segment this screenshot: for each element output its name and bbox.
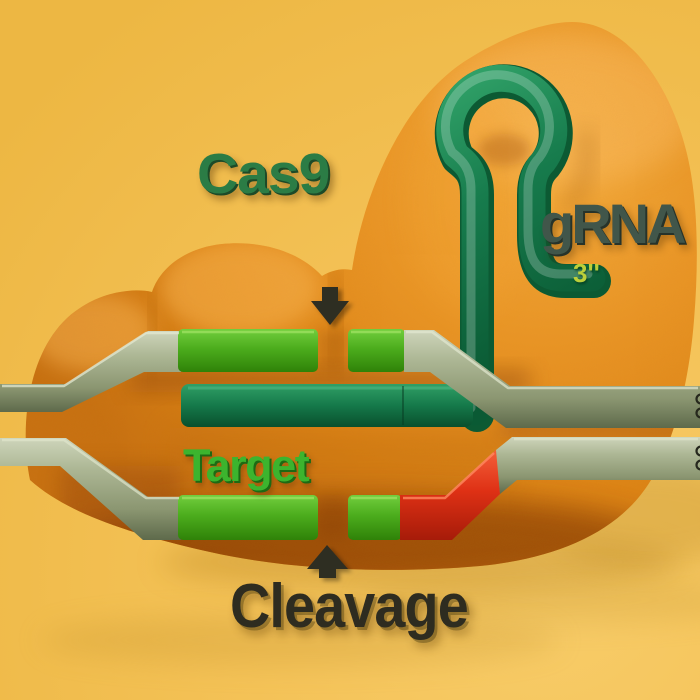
grna-loop	[434, 64, 611, 432]
cleavage-label: Cleavage	[230, 572, 469, 641]
dna-strands	[0, 329, 700, 540]
grna-label: gRNA	[540, 192, 687, 255]
dna-top-strand-left-gray	[0, 331, 181, 412]
dna-bottom-strand-target-left	[178, 495, 318, 540]
dna-top-strand-right-gray	[404, 330, 700, 428]
three-prime-label: 3''	[573, 258, 600, 288]
dna-top-strand-target-right	[348, 329, 405, 372]
dna-bottom-strand-right-gray	[496, 437, 700, 494]
cas9-label: Cas9	[197, 142, 330, 206]
strand-end-marks	[695, 393, 700, 471]
dna-bottom-strand-left-gray	[0, 438, 181, 540]
grna-dna-hybrid-bar	[181, 384, 473, 427]
cleavage-arrow-down-icon	[311, 287, 349, 325]
dna-top-strand-target-left	[178, 329, 318, 372]
cleavage-arrow-up-icon	[307, 545, 348, 578]
highlight-strokes	[2, 330, 698, 500]
dna-bottom-strand-target-right	[348, 495, 402, 540]
target-label: Target	[183, 440, 310, 491]
